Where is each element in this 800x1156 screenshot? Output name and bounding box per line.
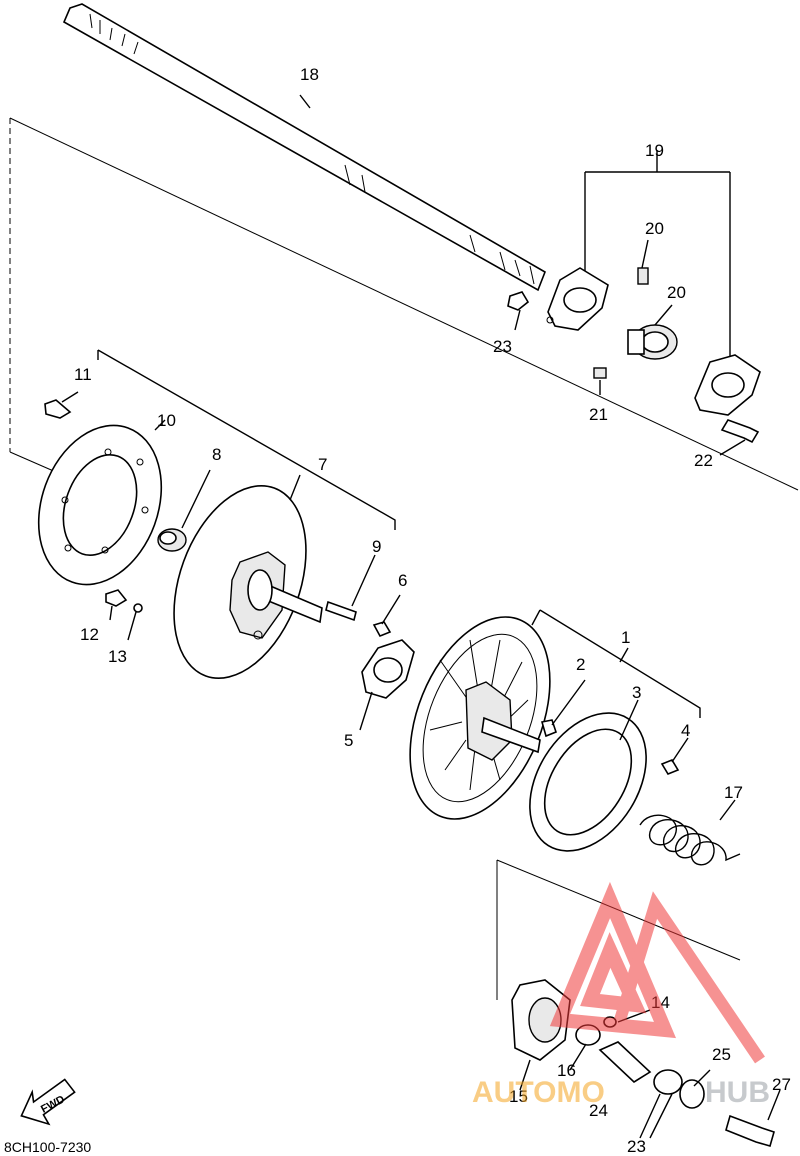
callout-10: 10 (157, 411, 176, 430)
callout-21-lower: 21 (589, 405, 608, 424)
lower-parts-group (511, 979, 781, 1147)
group-frames (9, 117, 799, 1000)
callout-15: 15 (509, 1087, 528, 1106)
callout-5: 5 (344, 731, 353, 750)
callout-16: 16 (557, 1061, 576, 1080)
callout-11: 11 (74, 365, 92, 384)
callout-26: 25 (712, 1045, 731, 1064)
callout-13: 13 (108, 647, 127, 666)
watermark-text-a: AUTOMO (472, 1076, 605, 1109)
callout-1: 1 (621, 628, 630, 647)
callout-9: 9 (372, 537, 381, 556)
callout-17: 17 (724, 783, 743, 802)
left-sheave-group (37, 391, 211, 641)
callout-24: 23 (627, 1137, 646, 1156)
callout-7: 7 (318, 455, 327, 474)
callout-8: 8 (212, 445, 221, 464)
diagram-code: 8CH100-7230 (4, 1139, 91, 1155)
bearing-assembly (507, 239, 761, 456)
callout-21-upper: 20 (645, 219, 664, 238)
plate-3 (529, 699, 689, 852)
callout-2: 2 (576, 655, 585, 674)
callout-23: 23 (493, 337, 512, 356)
callout-27: 27 (772, 1075, 791, 1094)
callout-25: 24 (589, 1101, 608, 1120)
drive-shaft (62, 3, 546, 292)
watermark-logo: AUTOMO HUB (472, 881, 770, 1109)
callout-3: 3 (632, 683, 641, 702)
sheave-1 (409, 616, 629, 820)
callout-22: 22 (694, 451, 713, 470)
callout-4: 4 (681, 721, 690, 740)
sheave-7 (173, 474, 376, 679)
center-bracket (359, 594, 415, 731)
callout-12: 12 (80, 625, 99, 644)
watermark-text-b: HUB (705, 1076, 770, 1109)
callout-6: 6 (398, 571, 407, 590)
spring-17 (639, 799, 741, 866)
callout-18: 18 (300, 65, 319, 84)
callout-19: 19 (645, 141, 664, 160)
fwd-arrow-icon: FWD (20, 1078, 76, 1126)
callout-20-label: 20 (667, 283, 686, 302)
callout-labels: 18 19 20 19 20 23 21 22 11 10 8 7 9 6 12… (74, 65, 791, 1156)
